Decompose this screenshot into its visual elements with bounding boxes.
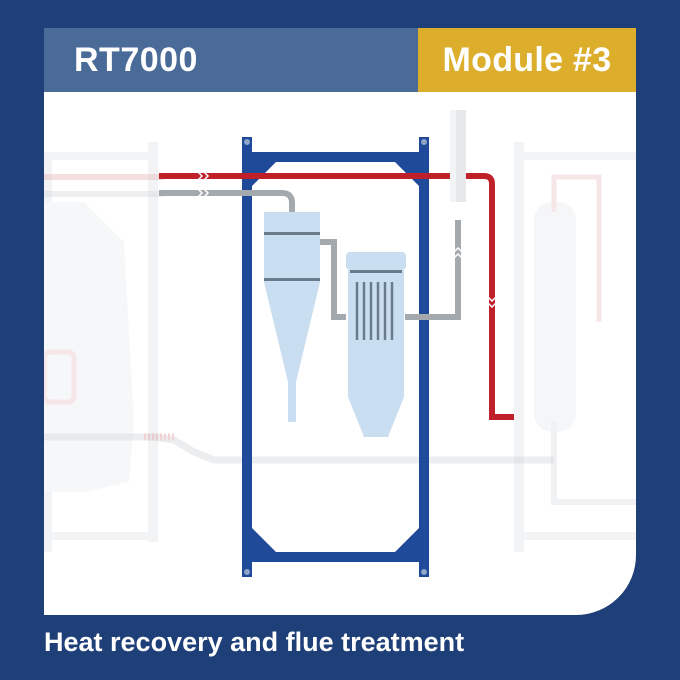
process-diagram-svg: [44, 110, 636, 577]
module-label: Module #3: [442, 40, 612, 79]
product-title: RT7000: [74, 40, 198, 79]
flue-gas-pipe: [159, 188, 463, 320]
bag-filter-icon: [346, 252, 406, 437]
module-caption: Heat recovery and flue treatment: [44, 626, 465, 657]
product-header: RT7000: [44, 28, 418, 92]
module-badge: Module #3: [418, 28, 636, 92]
faded-right-module: [514, 142, 636, 552]
faded-return-pipe: [44, 433, 554, 464]
process-diagram: [44, 92, 636, 615]
hot-gas-pipe: [159, 171, 514, 420]
faded-top-pipes: [44, 174, 164, 197]
cyclone-separator-icon: [264, 212, 320, 422]
faded-left-module: [44, 142, 158, 552]
stack-icon: [450, 110, 466, 202]
